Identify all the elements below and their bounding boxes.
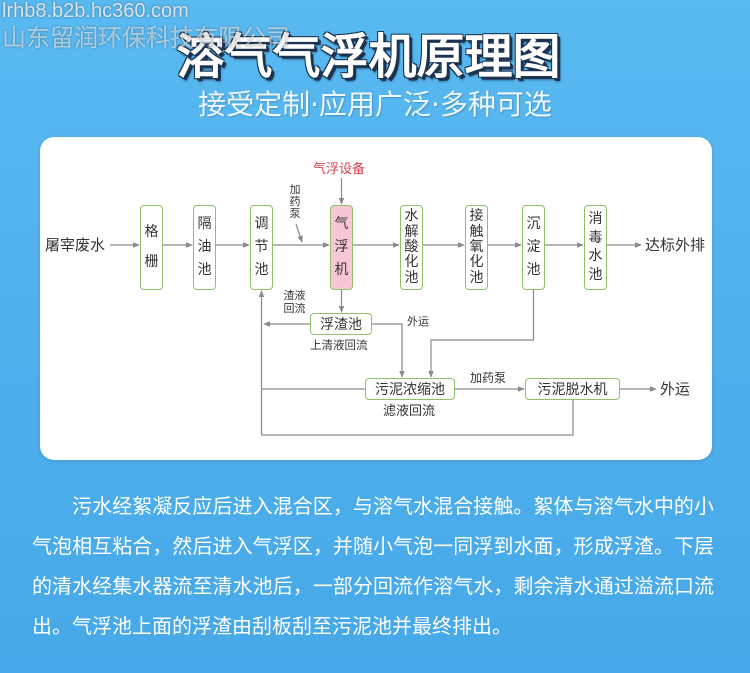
node-contact-oxidation-tank: 接触氧化池 [465,205,488,290]
node-label-char: 隔 [197,216,212,232]
node-label-char: 气 [334,216,349,232]
node-label-char: 节 [254,239,269,255]
node-label-char: 淀 [526,239,541,255]
node-flotation-machine: 气浮机 [330,205,353,290]
sludge-dosing-label: 加药泵 [470,371,507,385]
node-label-char: 消 [588,211,603,228]
node-disinfection-tank: 消毒水池 [584,205,607,290]
page-subtitle: 接受定制·应用广泛·多种可选 [198,88,552,121]
node-label-char: 池 [588,266,603,283]
node-label-char: 解 [404,223,419,240]
node-label-char: 化 [404,254,419,271]
description-text: 污水经絮凝反应后进入混合区，与溶气水混合接触。絮体与溶气水中的小气泡相互粘合，然… [32,494,714,638]
node-label-char: 浮 [334,239,349,255]
node-screen: 格栅 [140,205,163,290]
node-label-char: 格 [144,223,159,240]
diagram-panel [40,137,712,460]
node-label-char: 池 [404,269,419,286]
node-label-char: 池 [469,269,484,286]
node-label-char: 接 [469,208,484,225]
node-label-char: 酸 [404,238,419,255]
dewatered-sludge-output-label: 外运 [660,380,691,398]
supernatant-return-label: 上清液回流 [310,338,368,352]
node-hydrolysis-tank: 水解酸化池 [400,205,423,290]
node-label-char: 油 [197,239,212,255]
node-label-char: 池 [526,262,541,278]
node-label-char: 机 [334,262,349,278]
line-filtrate-return [261,400,574,436]
node-sludge-dewatering: 污泥脱水机 [525,378,620,400]
node-label-char: 池 [254,262,269,278]
node-label-char: 氧 [469,238,484,255]
node-label-char: 池 [197,262,212,278]
page-title: 溶气气浮机原理图 [176,29,561,85]
node-label-char: 沉 [526,216,541,232]
node-scum-tank: 浮渣池 [310,313,372,335]
node-label-char: 水 [588,248,603,265]
equipment-label: 气浮设备 [313,162,366,177]
watermark-site: lrhb8.b2b.hc360.com [2,0,189,22]
scum-return-label: 渣液回流 [283,289,306,315]
node-sedimentation-tank: 沉淀池 [522,205,545,290]
node-label-char: 栅 [144,254,159,271]
node-label-char: 化 [469,254,484,271]
dosing-pump-label: 加药泵 [289,183,301,220]
output-label: 达标外排 [645,236,706,254]
node-label-char: 触 [469,223,484,240]
arrow-sedimentation-to-thickener [428,290,535,378]
node-label-char: 水 [404,208,419,225]
node-label-char: 毒 [588,229,603,246]
node-oil-separator: 隔油池 [193,205,216,290]
sludge-haul-label: 外运 [407,315,429,328]
node-sludge-thickener: 污泥浓缩池 [365,378,455,400]
node-equalization-tank: 调节池 [250,205,273,290]
node-label-char: 调 [254,216,269,232]
input-label: 屠宰废水 [45,236,106,254]
arrow-dosing-pump [295,223,303,243]
arrow-scum-to-thickener [372,323,405,378]
filtrate-return-label: 滤液回流 [383,404,436,419]
watermark-company: 山东留润环保科技有限公司 [2,24,290,52]
